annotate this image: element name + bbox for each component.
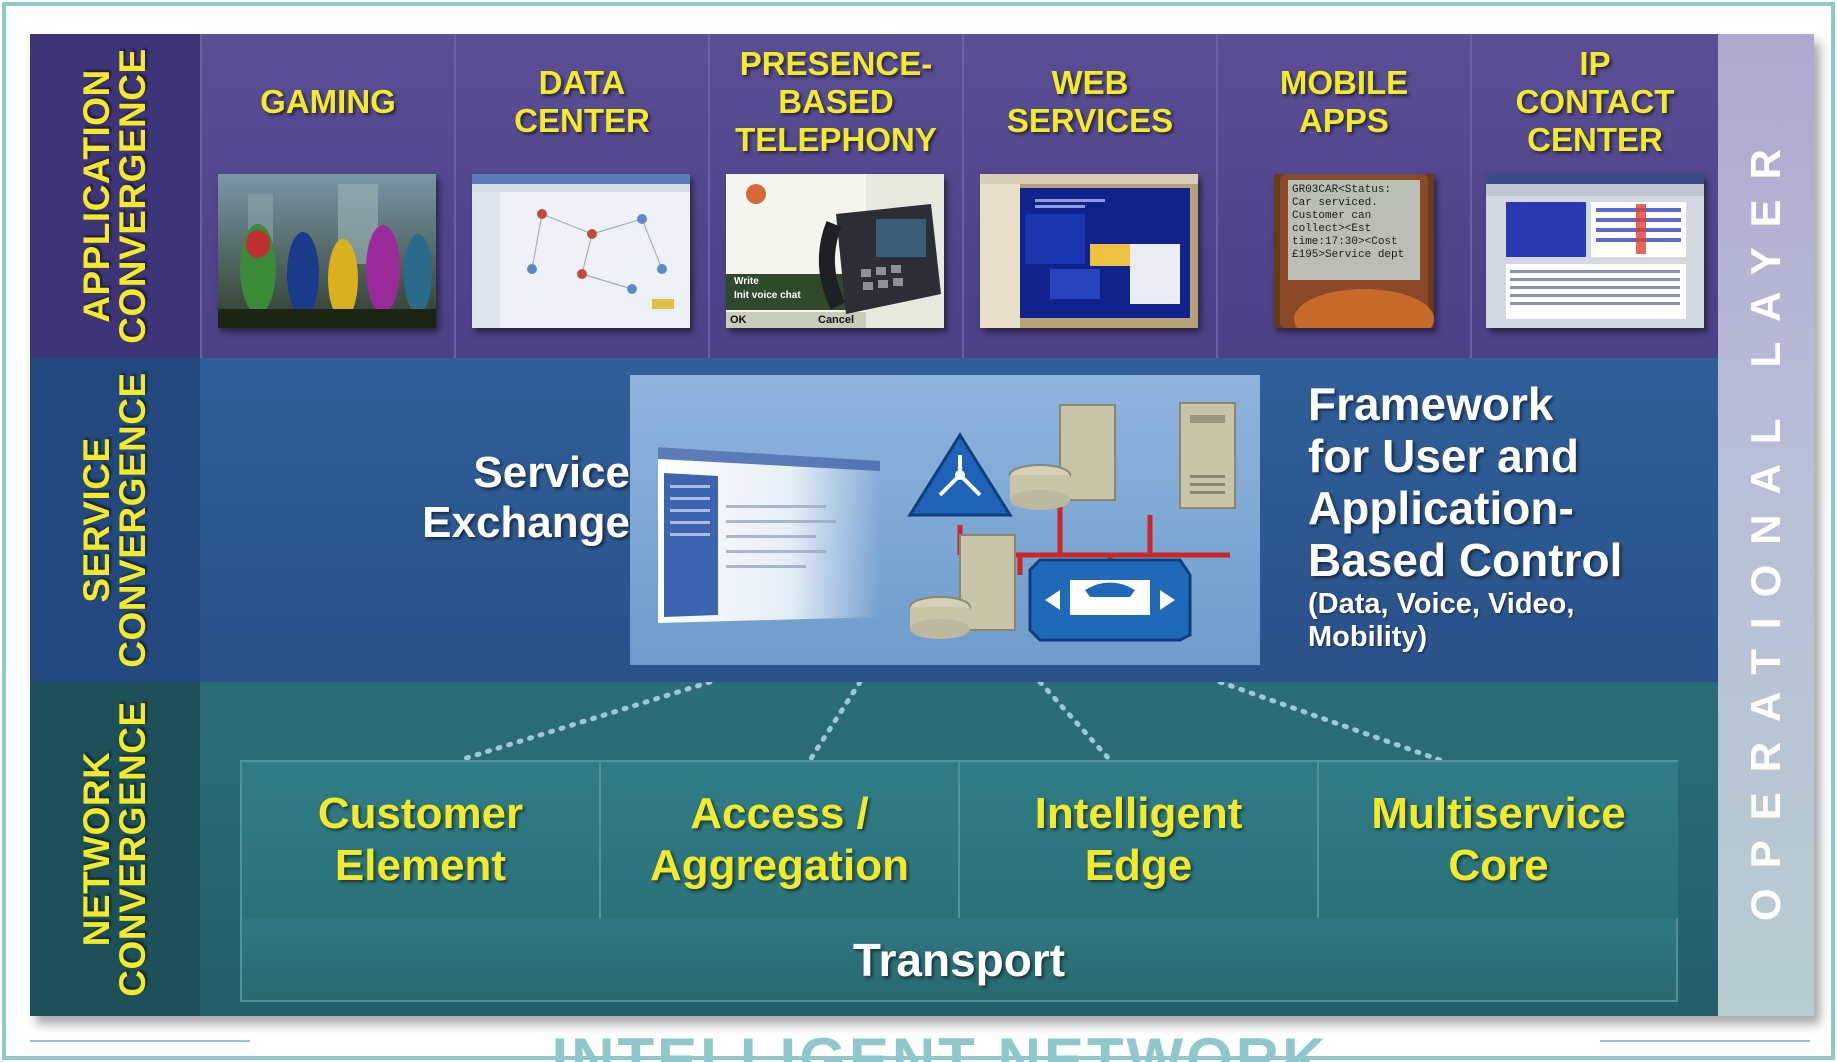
operational-layer-label: OPERATIONAL LAYER — [1742, 129, 1789, 921]
phone-write-text: Write — [734, 276, 759, 287]
application-convergence-label: APPLICATION CONVERGENCE — [76, 48, 153, 344]
intelligent-network-footer: INTELLIGENT NETWORK — [551, 1026, 1329, 1062]
gaming-screenshot-icon — [218, 174, 436, 328]
phone-ok-text: OK — [730, 314, 747, 326]
ip-phone-photo-icon: Write Init voice chat OK Cancel — [726, 174, 944, 328]
database-server-icon — [1009, 404, 1116, 510]
transport-bar: Transport — [242, 920, 1676, 1000]
app-title: PRESENCE- BASED TELEPHONY — [735, 45, 937, 158]
mobile-message-text: GR03CAR<Status: Car serviced. Customer c… — [1292, 184, 1405, 261]
operational-layer-bar: OPERATIONAL LAYER — [1718, 34, 1814, 1016]
router-triangle-icon — [907, 432, 1013, 517]
database-server-icon — [909, 534, 1016, 639]
segment-intelligent-edge: Intelligent Edge — [960, 762, 1319, 918]
app-ip-contact-center: IP CONTACT CENTER — [1470, 34, 1718, 358]
application-convergence-band: APPLICATION CONVERGENCE GAMING — [30, 34, 1718, 358]
segment-access-aggregation: Access / Aggregation — [601, 762, 960, 918]
service-convergence-band: SERVICE CONVERGENCE Service Exchange — [30, 358, 1718, 682]
service-exchange-panel — [630, 375, 1260, 665]
web-services-screenshot-icon — [980, 174, 1198, 328]
architecture-stack: APPLICATION CONVERGENCE GAMING — [30, 34, 1814, 1016]
app-web-services: WEB SERVICES — [962, 34, 1216, 358]
ip-telephony-switch-icon — [1028, 558, 1192, 642]
app-title: IP CONTACT CENTER — [1515, 45, 1675, 158]
segment-customer-element: Customer Element — [242, 762, 601, 918]
app-title: MOBILE APPS — [1279, 64, 1409, 139]
framework-title: Framework for User and Application- Base… — [1308, 378, 1623, 586]
app-gaming: GAMING — [200, 34, 454, 358]
footer-line-left — [30, 1040, 250, 1042]
app-presence-telephony: PRESENCE- BASED TELEPHONY Write — [708, 34, 962, 358]
connector-dots — [457, 682, 1443, 763]
footer-line-right — [1600, 1040, 1810, 1042]
network-convergence-side: NETWORK CONVERGENCE — [30, 682, 200, 1016]
network-convergence-band: NETWORK CONVERGENCE Customer Element Acc… — [30, 682, 1718, 1016]
phone-cancel-text: Cancel — [818, 314, 855, 326]
data-center-screenshot-icon — [472, 174, 690, 328]
registration-window-icon — [658, 447, 880, 623]
server-tower-icon — [1179, 402, 1236, 509]
app-title: DATA CENTER — [514, 64, 650, 139]
mobile-phone-photo-icon: GR03CAR<Status: Car serviced. Customer c… — [1274, 174, 1434, 328]
contact-center-screenshot-icon — [1486, 174, 1704, 328]
application-convergence-side: APPLICATION CONVERGENCE — [30, 34, 200, 358]
app-title: GAMING — [260, 83, 396, 120]
network-segments-grid: Customer Element Access / Aggregation In… — [240, 760, 1678, 1002]
app-mobile-apps: MOBILE APPS GR03CAR<Status: Car serviced… — [1216, 34, 1470, 358]
segment-multiservice-core: Multiservice Core — [1319, 762, 1678, 918]
service-convergence-side: SERVICE CONVERGENCE — [30, 358, 200, 682]
app-title: WEB SERVICES — [1006, 64, 1174, 139]
service-convergence-label: SERVICE CONVERGENCE — [76, 372, 153, 668]
framework-subtitle: (Data, Voice, Video, Mobility) — [1308, 588, 1575, 653]
app-data-center: DATA CENTER — [454, 34, 708, 358]
phone-chat-text: Init voice chat — [734, 290, 801, 301]
service-exchange-label: Service Exchange — [422, 448, 630, 547]
